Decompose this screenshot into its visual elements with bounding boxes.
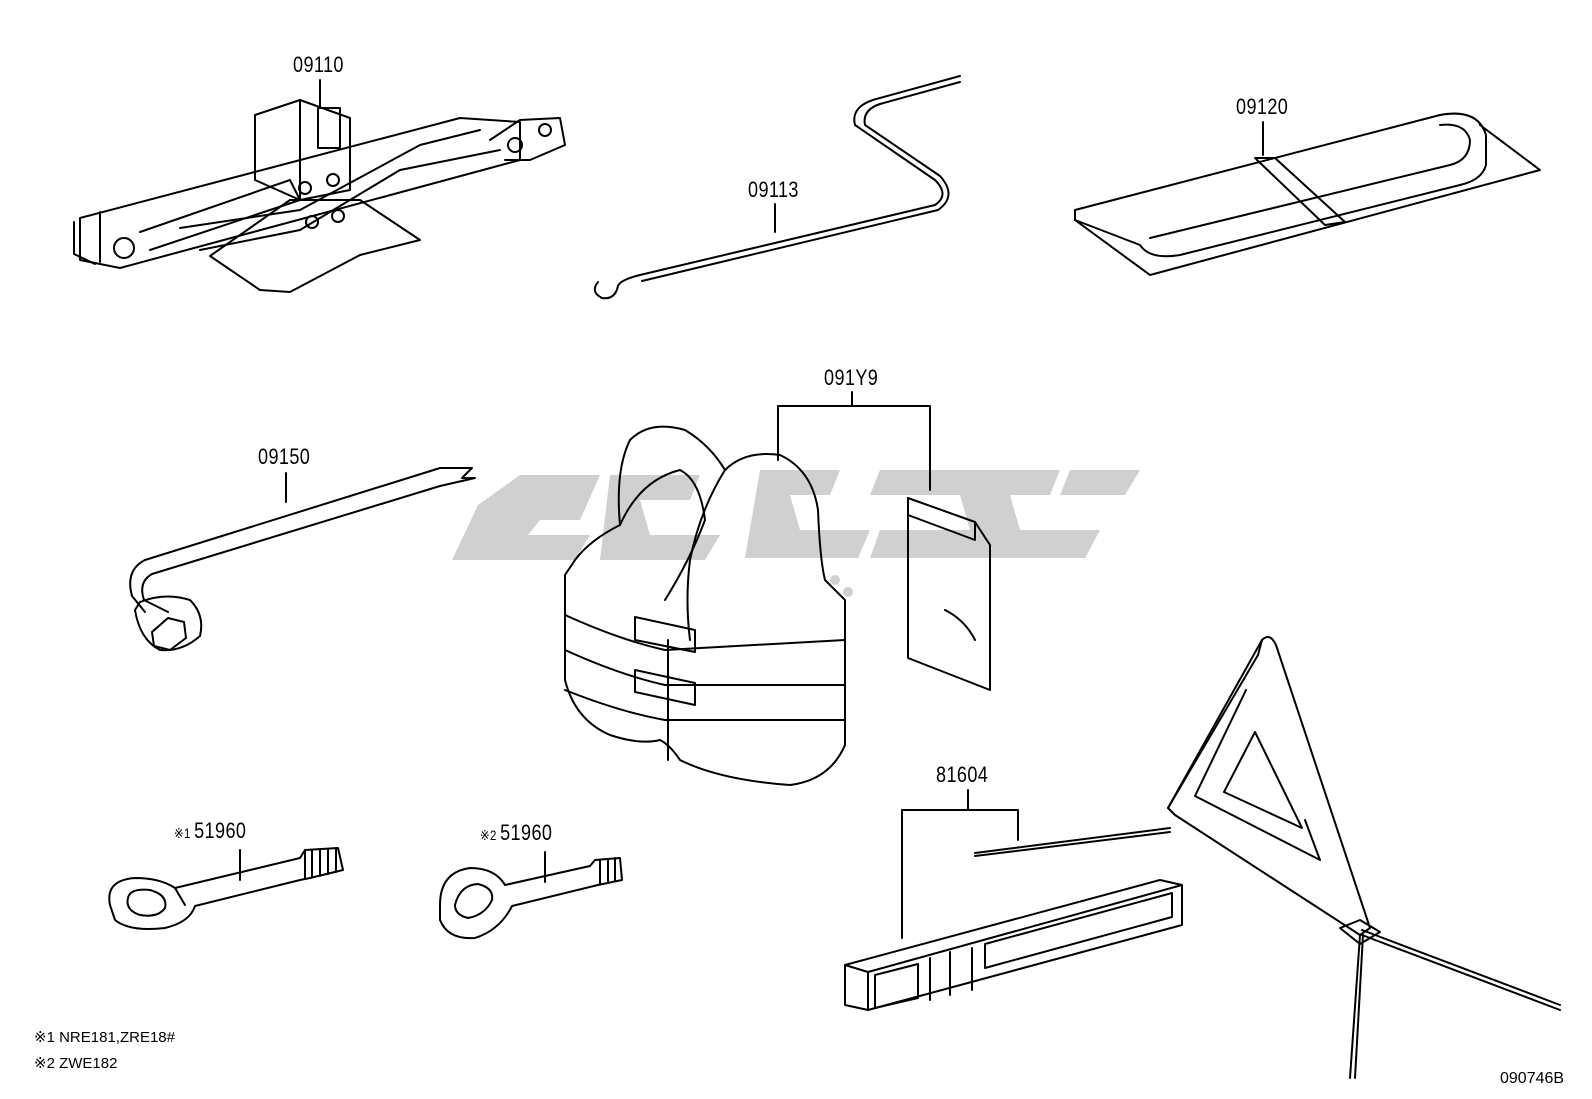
- footnote-1-mark: ※1: [34, 1029, 55, 1046]
- towing-eye-1-illustration: [108, 847, 344, 930]
- part-number-51960-b: 51960: [500, 820, 553, 845]
- part-label-091Y9[interactable]: 091Y9: [824, 365, 879, 390]
- tool-bag-illustration: [1074, 112, 1541, 276]
- part-label-09150[interactable]: 09150: [258, 444, 311, 469]
- safety-vest-illustration: [564, 391, 991, 786]
- footnote-2-mark: ※2: [34, 1055, 55, 1072]
- scissor-jack-illustration: [73, 79, 566, 293]
- footnote-2-text: ZWE182: [59, 1055, 118, 1072]
- part-label-09110[interactable]: 09110: [293, 52, 344, 77]
- part-number-51960-a: 51960: [194, 818, 247, 843]
- jack-handle-illustration: [593, 75, 961, 300]
- footnote-1-text: NRE181,ZRE18#: [59, 1029, 175, 1046]
- ref-marker-1: ※1: [174, 825, 191, 841]
- part-label-09120[interactable]: 09120: [1236, 94, 1289, 119]
- footnote-2: ※2 ZWE182: [34, 1054, 117, 1072]
- lug-wrench-illustration: [129, 467, 476, 652]
- ref-marker-2: ※2: [480, 827, 497, 843]
- footnote-1: ※1 NRE181,ZRE18#: [34, 1028, 175, 1046]
- part-label-81604[interactable]: 81604: [936, 762, 989, 787]
- warning-triangle-illustration: [844, 635, 1561, 1079]
- towing-eye-2-illustration: [439, 851, 623, 940]
- diagram-code: 090746B: [1500, 1070, 1565, 1087]
- watermark-logo: [452, 470, 1140, 597]
- part-label-09113[interactable]: 09113: [748, 177, 799, 202]
